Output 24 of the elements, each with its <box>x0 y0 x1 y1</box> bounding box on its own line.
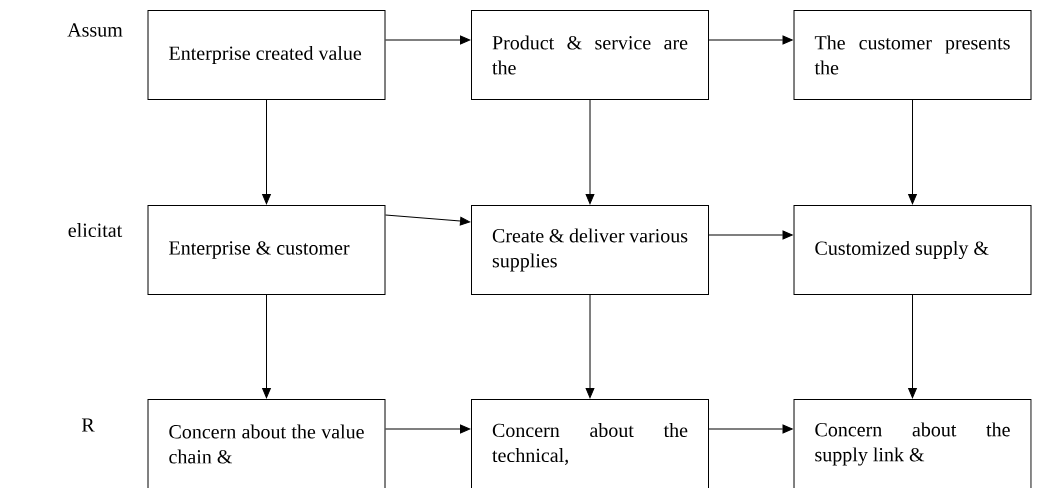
arrow <box>908 99 917 205</box>
arrow <box>708 424 793 434</box>
process-box: Concern about the value chain & <box>147 399 386 488</box>
process-box: Customized supply & <box>793 205 1032 295</box>
arrow <box>385 424 471 434</box>
process-box: Concern about the technical, <box>471 399 709 488</box>
process-box: The customer presents the <box>793 10 1032 100</box>
row-label: elicitat <box>68 222 123 238</box>
row-label: Assum <box>67 23 123 37</box>
arrow <box>908 294 917 399</box>
process-box: Concern about the supply link & <box>793 399 1032 488</box>
arrow <box>262 294 271 399</box>
arrow <box>385 35 471 45</box>
arrow <box>708 35 793 45</box>
arrow <box>385 214 471 226</box>
process-box: Enterprise & customer <box>147 205 386 295</box>
arrow <box>585 99 595 205</box>
row-label: R <box>81 418 95 432</box>
arrow <box>708 230 793 240</box>
process-box: Create & deliver various supplies <box>471 205 709 295</box>
arrow <box>262 99 271 205</box>
process-box: Enterprise created value <box>147 10 386 100</box>
arrow <box>585 294 595 399</box>
process-box: Product & service are the <box>471 10 709 100</box>
